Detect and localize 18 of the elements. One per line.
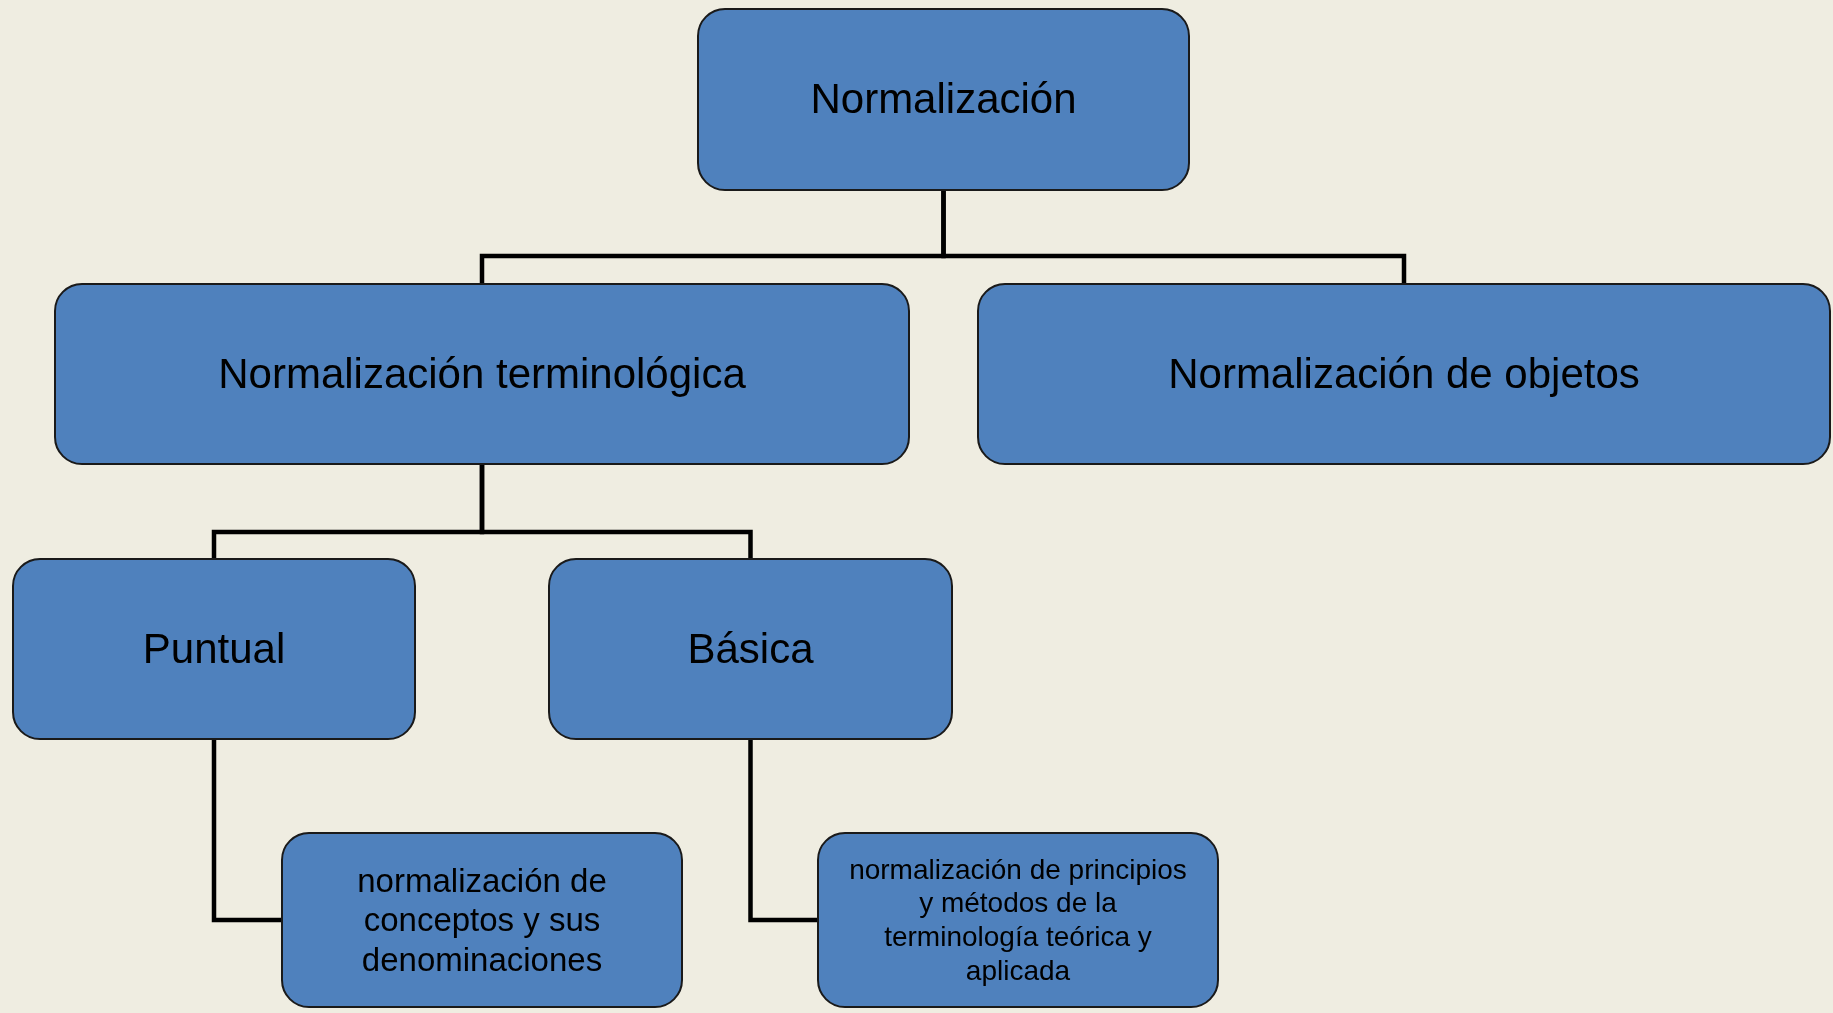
connector-line — [748, 740, 817, 923]
connector-line — [211, 740, 281, 923]
rounded-box — [977, 283, 1831, 465]
box-label: Básica — [687, 623, 814, 674]
rounded-box — [817, 832, 1219, 1008]
box-label: Puntual — [142, 623, 286, 674]
box-label: Normalización de objetos — [1168, 348, 1640, 399]
rounded-box — [548, 558, 953, 740]
connector-line — [941, 191, 1407, 283]
box-label: normalización de principios y métodos de la terminología teórica y aplicada — [848, 852, 1188, 988]
rounded-box — [697, 8, 1190, 191]
box-label: Normalización terminológica — [218, 348, 746, 399]
rounded-box — [12, 558, 416, 740]
box-label: normalización de conceptos y sus denominaciones — [356, 860, 608, 980]
connector-line — [479, 465, 753, 558]
rounded-box — [54, 283, 910, 465]
rounded-box — [281, 832, 683, 1008]
box-label: Normalización — [810, 74, 1077, 125]
